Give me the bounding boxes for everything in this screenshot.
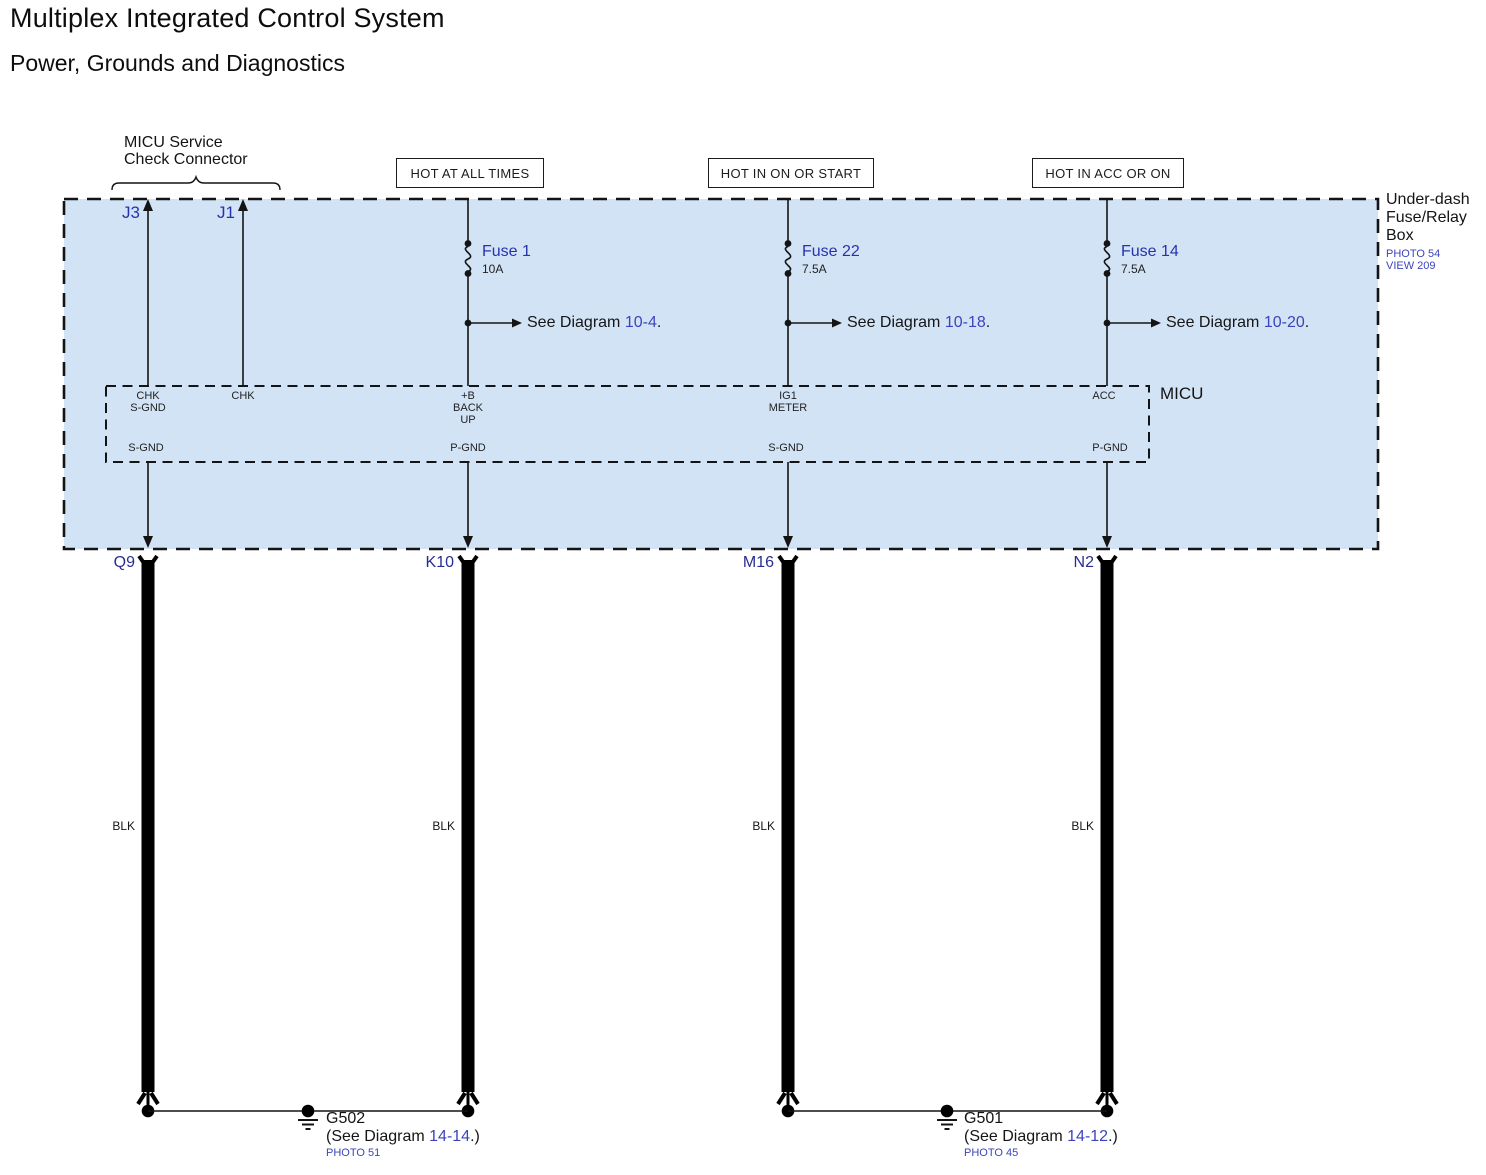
fuse-14-circuit: [1103, 199, 1161, 386]
under-dash-box-outline: [62, 197, 1380, 551]
fuse-box-name-line1: Under-dash: [1386, 191, 1470, 208]
micu-output-lines: [143, 462, 1112, 548]
connector-id-n2: N2: [1073, 554, 1094, 571]
micu-pin-sgnd-1: S-GND: [128, 442, 164, 454]
fuse-14-name: Fuse 14: [1121, 243, 1179, 260]
connector-line-j3: [143, 199, 153, 386]
wire-color-label: BLK: [752, 819, 775, 833]
micu-pin-ig1-meter: IG1 METER: [768, 390, 808, 414]
wire-m16: [776, 554, 800, 1118]
micu-pin-acc: ACC: [1092, 390, 1116, 402]
see-diagram-period: .: [656, 314, 662, 331]
service-connector-bracket: [111, 174, 281, 191]
connector-id-q9: Q9: [113, 554, 135, 571]
ground-see-link-14-12[interactable]: 14-12: [1067, 1128, 1109, 1145]
ground-g501-caption: G501 (See Diagram 14-12.) PHOTO 45: [964, 1110, 1118, 1159]
fuse-box-name-line2: Fuse/Relay: [1386, 209, 1467, 226]
fuse-14-rating: 7.5A: [1121, 262, 1146, 276]
connector-line-j1: [238, 199, 248, 386]
see-diagram-text: See Diagram: [1166, 314, 1264, 331]
service-connector-label-line1: MICU Service: [124, 134, 223, 151]
see-diagram-text: See Diagram: [527, 314, 625, 331]
micu-unit-label: MICU: [1160, 384, 1204, 403]
see-diagram-period: .: [985, 314, 991, 331]
wire-k10: [456, 554, 480, 1118]
fuse-1-rating: 10A: [482, 262, 504, 276]
wire-n2: [1095, 554, 1119, 1118]
connector-id-k10: K10: [425, 554, 454, 571]
wire-color-label: BLK: [432, 819, 455, 833]
ground-g501-symbol: [788, 1104, 1107, 1130]
fuse-22-name: Fuse 22: [802, 243, 860, 260]
connector-id-j3: J3: [122, 203, 140, 222]
see-diagram-row-1: See Diagram 10-4.: [527, 314, 661, 332]
fuse-box-view-link[interactable]: VIEW 209: [1386, 260, 1436, 272]
ground-see-row: (See Diagram 14-14.): [326, 1128, 480, 1145]
connector-id-m16: M16: [742, 554, 774, 571]
ground-g502-caption: G502 (See Diagram 14-14.) PHOTO 51: [326, 1110, 480, 1159]
wire-color-label: BLK: [1071, 819, 1094, 833]
page-subtitle: Power, Grounds and Diagnostics: [10, 50, 345, 76]
fuse-1-circuit: [464, 199, 522, 386]
fuse-box-photo-link[interactable]: PHOTO 54: [1386, 248, 1441, 260]
see-diagram-period: .: [1304, 314, 1310, 331]
see-diagram-text: See Diagram: [847, 314, 945, 331]
connector-id-j1: J1: [217, 203, 235, 222]
micu-pin-pgnd-2: P-GND: [1092, 442, 1128, 454]
fuse-22-circuit: [784, 199, 842, 386]
micu-pin-b-backup: +B BACK UP: [453, 390, 483, 426]
fuse-box-caption: Under-dash Fuse/Relay Box PHOTO 54 VIEW …: [1386, 191, 1486, 272]
micu-pin-chk-sgnd: CHK S-GND: [130, 390, 166, 414]
see-diagram-link-10-20[interactable]: 10-20: [1263, 314, 1305, 331]
ground-id: G502: [326, 1110, 366, 1127]
ground-id: G501: [964, 1110, 1004, 1127]
micu-pin-chk: CHK: [231, 390, 255, 402]
see-diagram-link-10-4[interactable]: 10-4: [624, 314, 657, 331]
ground-photo-link[interactable]: PHOTO 51: [326, 1147, 381, 1159]
power-source-hot-in-on-or-start: HOT IN ON OR START: [708, 158, 874, 188]
service-connector-label: MICU Service Check Connector: [124, 134, 248, 168]
micu-pin-sgnd-2: S-GND: [768, 442, 804, 454]
fuse-22-rating: 7.5A: [802, 262, 827, 276]
see-diagram-row-2: See Diagram 10-18.: [847, 314, 990, 332]
fuse-1-name: Fuse 1: [482, 243, 531, 260]
wire-color-label: BLK: [112, 819, 135, 833]
ground-photo-link[interactable]: PHOTO 45: [964, 1147, 1019, 1159]
see-diagram-row-3: See Diagram 10-20.: [1166, 314, 1309, 332]
ground-see-row: (See Diagram 14-12.): [964, 1128, 1118, 1145]
power-source-hot-in-acc-or-on: HOT IN ACC OR ON: [1032, 158, 1184, 188]
see-diagram-link-10-18[interactable]: 10-18: [944, 314, 986, 331]
ground-see-link-14-14[interactable]: 14-14: [429, 1128, 471, 1145]
ground-g502-symbol: [148, 1104, 468, 1130]
service-connector-label-line2: Check Connector: [124, 151, 248, 168]
power-source-hot-at-all-times: HOT AT ALL TIMES: [396, 158, 544, 188]
micu-box-outline: [105, 385, 1150, 463]
page-title: Multiplex Integrated Control System: [10, 3, 445, 33]
wire-q9: [136, 554, 160, 1118]
micu-pin-pgnd-1: P-GND: [450, 442, 486, 454]
fuse-box-name-line3: Box: [1386, 227, 1414, 244]
